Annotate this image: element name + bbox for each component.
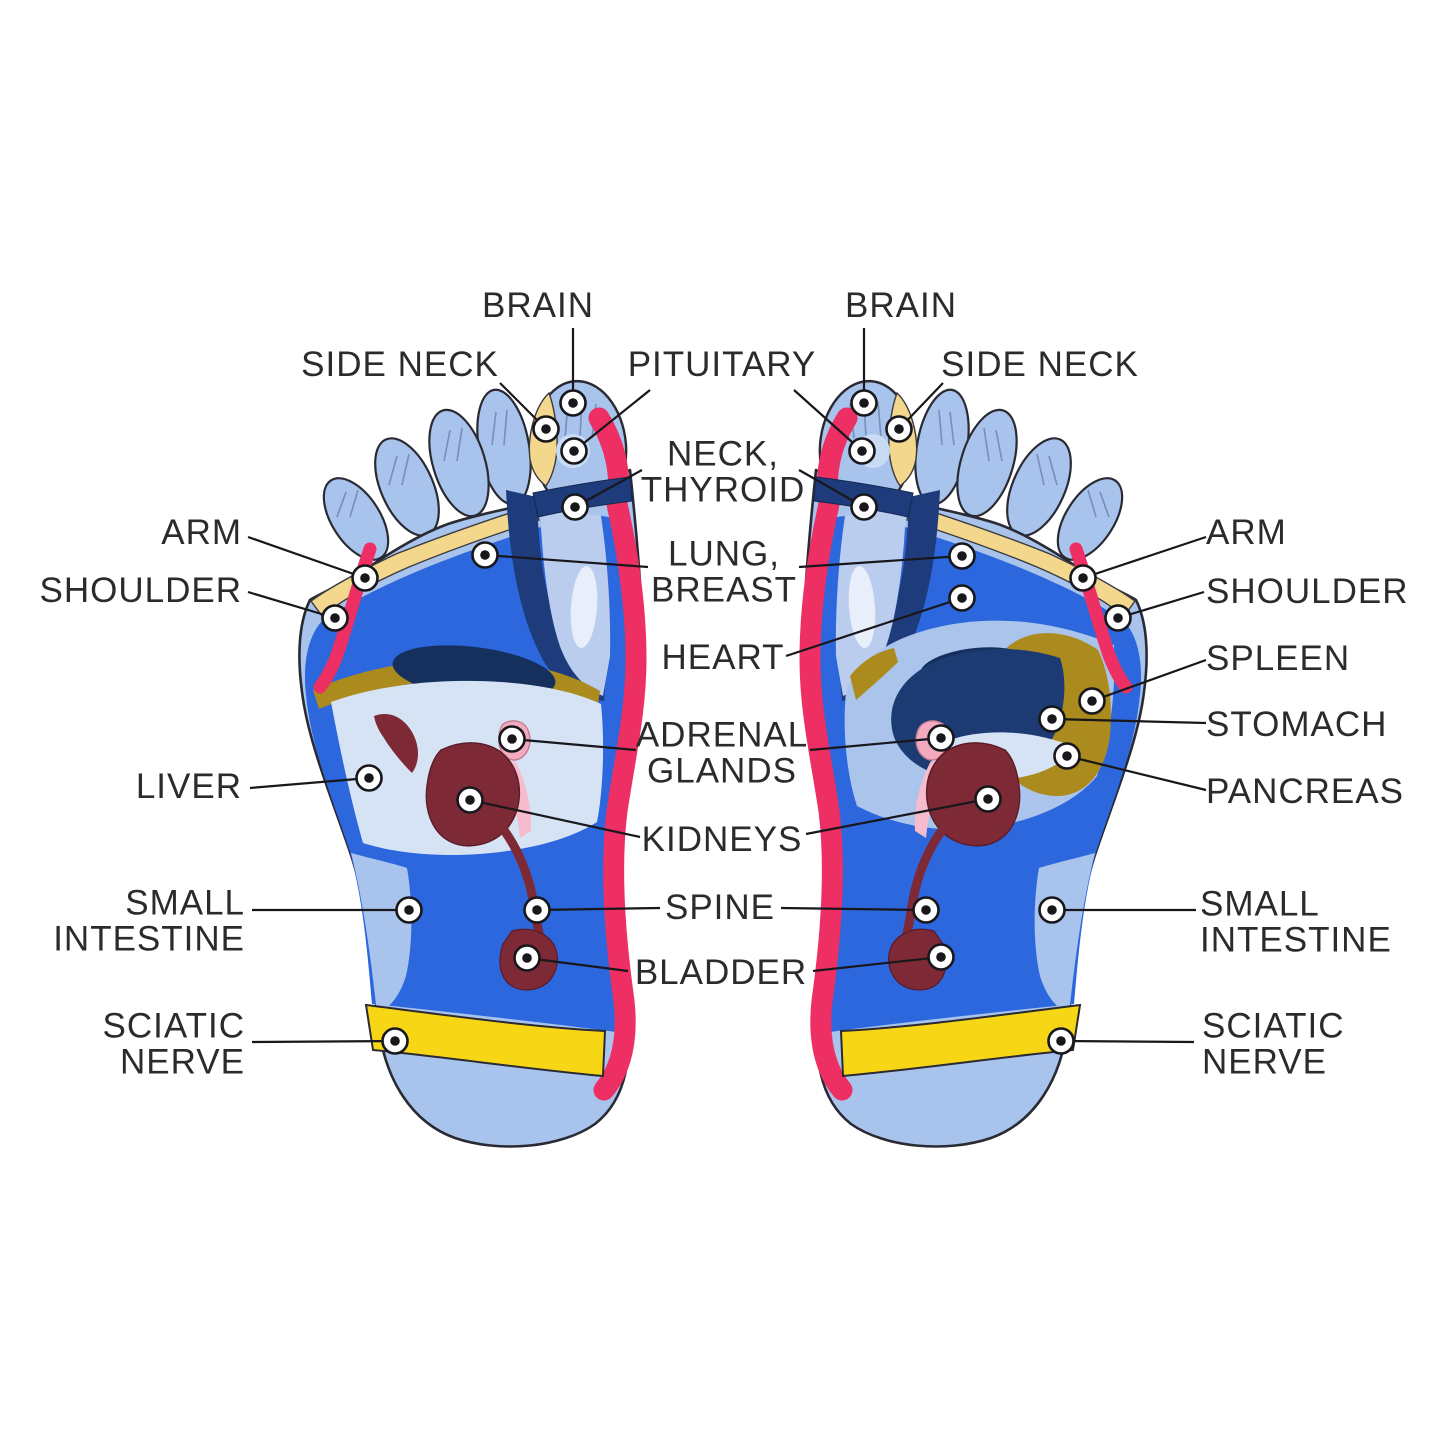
label-shoulder-right: SHOULDER bbox=[1206, 572, 1409, 612]
marker-dot-center-brain-right bbox=[859, 398, 869, 408]
leader-line-shoulder-right bbox=[1117, 590, 1205, 620]
label-small-intestine-left-line2: INTESTINE bbox=[53, 919, 245, 958]
marker-dot-center-side-neck-right bbox=[894, 424, 904, 434]
marker-dot-center-kidneys-left bbox=[465, 795, 475, 805]
leader-line-spine-left bbox=[536, 906, 661, 912]
label-lung-breast-line1: LUNG, bbox=[668, 534, 780, 574]
marker-dot-center-sciatic-nerve-left bbox=[390, 1036, 400, 1046]
marker-dots bbox=[321, 389, 1132, 1055]
marker-dot-center-small-intestine-right bbox=[1047, 905, 1057, 915]
marker-dot-center-adrenal-right bbox=[936, 733, 946, 743]
leader-line-pancreas bbox=[1066, 754, 1207, 792]
label-neck-thyroid: NECK, THYROID bbox=[641, 436, 806, 507]
marker-dot-center-neck-thyroid-left bbox=[570, 502, 580, 512]
leader-line-bladder-left bbox=[526, 956, 629, 973]
label-heart: HEART bbox=[661, 638, 785, 678]
marker-dot-center-pituitary-right bbox=[857, 446, 867, 456]
label-pancreas: PANCREAS bbox=[1206, 772, 1404, 812]
label-arm-left: ARM bbox=[161, 513, 242, 553]
leader-line-arm-right bbox=[1082, 535, 1207, 580]
label-small-intestine-left: SMALL INTESTINE bbox=[53, 885, 245, 956]
leader-line-sciatic-nerve-right bbox=[1060, 1039, 1195, 1044]
marker-dot-center-neck-thyroid-right bbox=[859, 502, 869, 512]
label-side-neck-left: SIDE NECK bbox=[301, 345, 499, 385]
label-neck-thyroid-line2: THYROID bbox=[640, 470, 806, 509]
leader-line-liver bbox=[249, 776, 370, 790]
leader-line-heart bbox=[785, 596, 963, 658]
label-sciatic-nerve-left: SCIATIC NERVE bbox=[103, 1008, 245, 1079]
marker-dot-center-lung-breast-left bbox=[480, 550, 490, 560]
label-bladder: BLADDER bbox=[634, 953, 808, 993]
label-liver: LIVER bbox=[135, 767, 242, 807]
label-lung-breast: LUNG, BREAST bbox=[651, 536, 797, 607]
label-spine: SPINE bbox=[664, 888, 776, 928]
leader-line-shoulder-left bbox=[247, 590, 336, 620]
marker-dot-center-bladder-right bbox=[936, 952, 946, 962]
label-pituitary: PITUITARY bbox=[627, 345, 817, 385]
leader-line-adrenal-left bbox=[511, 737, 637, 752]
marker-dot-center-spleen bbox=[1087, 696, 1097, 706]
leader-line-kidneys-right bbox=[805, 797, 989, 836]
marker-dot-center-bladder-left bbox=[522, 953, 532, 963]
label-neck-thyroid-line1: NECK, bbox=[667, 434, 779, 474]
marker-dot-center-arm-right bbox=[1078, 573, 1088, 583]
leader-lines bbox=[247, 328, 1207, 1044]
marker-dot-center-kidneys-right bbox=[983, 794, 993, 804]
label-sciatic-nerve-left-line1: SCIATIC bbox=[102, 1006, 245, 1046]
marker-dot-center-lung-breast-right bbox=[957, 551, 967, 561]
label-adrenal-glands-line2: GLANDS bbox=[647, 751, 797, 790]
leader-line-kidneys-left bbox=[469, 798, 641, 839]
label-adrenal-glands: ADRENAL GLANDS bbox=[636, 717, 808, 788]
marker-dot-center-spine-right bbox=[921, 905, 931, 915]
marker-dot-center-arm-left bbox=[360, 573, 370, 583]
label-small-intestine-right-line1: SMALL bbox=[1200, 884, 1320, 924]
label-stomach: STOMACH bbox=[1206, 705, 1388, 745]
label-adrenal-glands-line1: ADRENAL bbox=[635, 715, 809, 755]
marker-dot-center-side-neck-left bbox=[541, 424, 551, 434]
marker-dot-center-sciatic-nerve-right bbox=[1056, 1036, 1066, 1046]
leader-line-sciatic-nerve-left bbox=[251, 1039, 396, 1044]
marker-dot-center-brain-left bbox=[568, 398, 578, 408]
leader-line-spleen bbox=[1091, 658, 1207, 703]
marker-dot-center-small-intestine-left bbox=[404, 905, 414, 915]
label-small-intestine-right-line2: INTESTINE bbox=[1200, 920, 1392, 959]
label-kidneys: KIDNEYS bbox=[641, 820, 803, 860]
leader-line-adrenal-right bbox=[809, 736, 942, 752]
leader-line-lung-breast-right bbox=[798, 554, 963, 569]
label-brain-right: BRAIN bbox=[845, 286, 957, 326]
marker-dot-center-heart bbox=[957, 593, 967, 603]
marker-dot-center-shoulder-right bbox=[1113, 613, 1123, 623]
label-side-neck-right: SIDE NECK bbox=[941, 345, 1139, 385]
leader-line-arm-left bbox=[247, 535, 366, 580]
marker-dot-center-adrenal-left bbox=[507, 734, 517, 744]
marker-dot-center-pancreas bbox=[1062, 751, 1072, 761]
label-small-intestine-left-line1: SMALL bbox=[125, 883, 245, 923]
label-sciatic-nerve-right-line1: SCIATIC bbox=[1202, 1006, 1345, 1046]
label-brain-left: BRAIN bbox=[482, 286, 594, 326]
label-small-intestine-right: SMALL INTESTINE bbox=[1200, 886, 1392, 957]
marker-dot-center-liver bbox=[364, 773, 374, 783]
marker-dot-center-pituitary-left bbox=[569, 446, 579, 456]
leader-line-pituitary-right bbox=[793, 389, 863, 452]
label-sciatic-nerve-right: SCIATIC NERVE bbox=[1202, 1008, 1344, 1079]
marker-dot-center-shoulder-left bbox=[330, 613, 340, 623]
marker-dot-center-stomach bbox=[1047, 714, 1057, 724]
label-arm-right: ARM bbox=[1206, 513, 1287, 553]
label-sciatic-nerve-left-line2: NERVE bbox=[120, 1042, 245, 1081]
leader-line-spine-right bbox=[780, 906, 927, 912]
label-shoulder-left: SHOULDER bbox=[39, 571, 242, 611]
label-spleen: SPLEEN bbox=[1206, 639, 1351, 679]
marker-dot-center-spine-left bbox=[532, 905, 542, 915]
leader-line-bladder-right bbox=[812, 955, 942, 973]
leader-line-lung-breast-left bbox=[484, 553, 649, 569]
label-sciatic-nerve-right-line2: NERVE bbox=[1202, 1042, 1327, 1081]
leader-line-stomach bbox=[1051, 717, 1207, 725]
left-foot bbox=[298, 375, 643, 1148]
leader-line-pituitary-left bbox=[573, 389, 651, 452]
label-lung-breast-line2: BREAST bbox=[650, 570, 798, 609]
